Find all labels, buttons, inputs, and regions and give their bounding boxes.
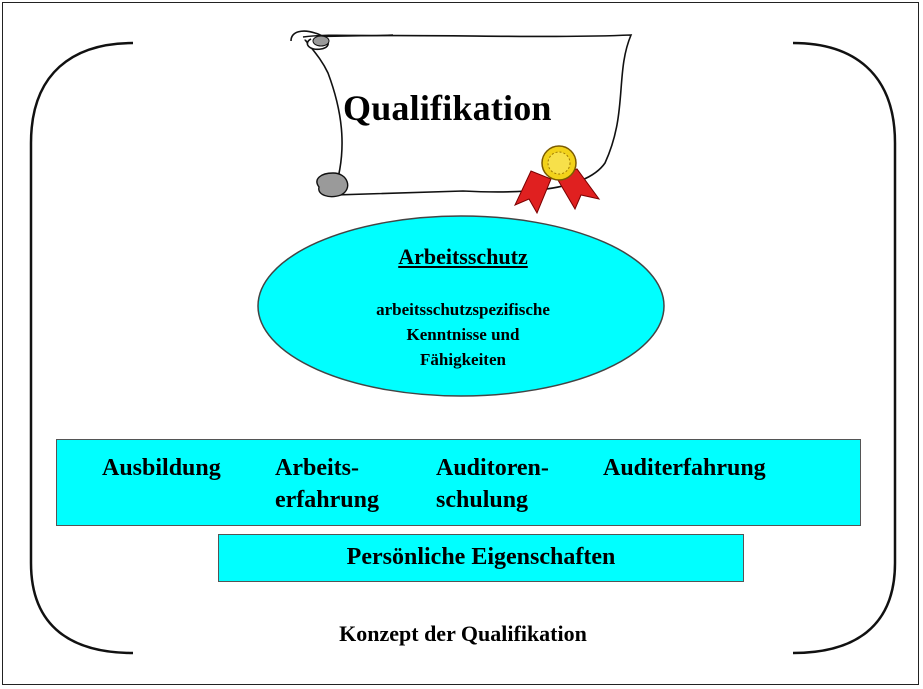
diagram-caption: Konzept der Qualifikation: [339, 621, 587, 646]
ellipse-line-2: Kenntnisse und: [406, 325, 520, 344]
band-item-auditoren-line2: schulung: [436, 487, 529, 513]
personal-traits-band: Persönliche Eigenschaften: [218, 534, 744, 582]
band-item-arbeits-line1: Arbeits-: [275, 455, 359, 481]
band-item-auditerfahrung: Auditerfahrung: [603, 455, 766, 481]
decoration-layer: [29, 30, 897, 655]
scroll-title: Qualifikation: [343, 88, 552, 128]
band-item-auditoren-line1: Auditoren-: [436, 455, 549, 481]
right-bracket: [792, 41, 897, 655]
ellipse-line-1: arbeitsschutzspezifische: [376, 300, 550, 319]
left-bracket: [29, 41, 134, 655]
personal-traits-label: Persönliche Eigenschaften: [346, 544, 616, 570]
band-item-arbeits-line2: erfahrung: [275, 487, 379, 513]
qualification-band: Ausbildung Arbeits- erfahrung Auditoren-…: [56, 439, 861, 526]
ellipse-line-3: Fähigkeiten: [420, 350, 506, 369]
seal-ribbon-icon: [513, 145, 601, 215]
band-item-ausbildung: Ausbildung: [102, 455, 221, 481]
ellipse-heading: Arbeitsschutz: [398, 244, 528, 269]
center-ellipse: [257, 215, 665, 397]
